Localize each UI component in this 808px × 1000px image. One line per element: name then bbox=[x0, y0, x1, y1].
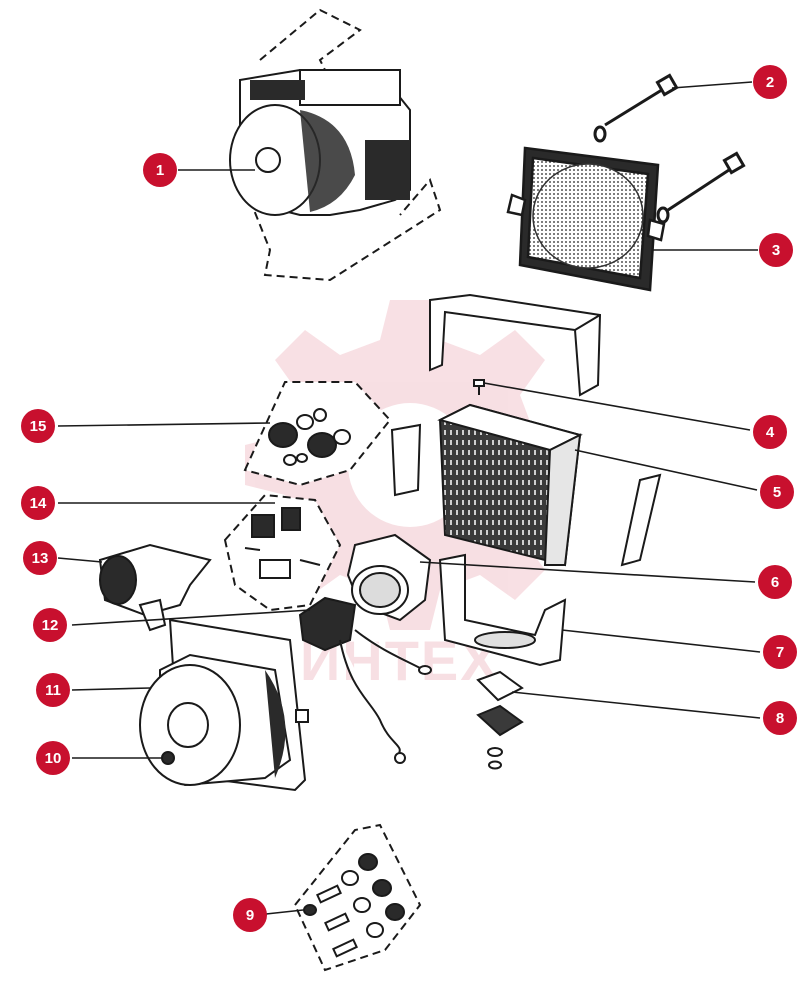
combustion-chamber bbox=[139, 618, 309, 792]
callout-label: 10 bbox=[45, 750, 62, 767]
callout-circle bbox=[21, 486, 55, 520]
leader-line-6 bbox=[419, 561, 756, 583]
callout-12: 12 bbox=[33, 608, 67, 642]
side-plate-left bbox=[390, 423, 422, 497]
callout-label: 9 bbox=[246, 907, 254, 924]
callout-8: 8 bbox=[763, 701, 797, 735]
leader-line-11 bbox=[71, 687, 151, 691]
callout-circle bbox=[760, 475, 794, 509]
upper-cover-bracket bbox=[429, 293, 602, 397]
callout-5: 5 bbox=[760, 475, 794, 509]
heat-exchanger-core bbox=[437, 403, 583, 567]
leader-line-7 bbox=[561, 629, 761, 653]
callout-label: 11 bbox=[45, 682, 61, 699]
callout-label: 12 bbox=[42, 617, 59, 634]
mesh-grille-frame bbox=[506, 146, 666, 292]
callout-10: 10 bbox=[36, 741, 70, 775]
callout-circle bbox=[233, 898, 267, 932]
callout-label: 15 bbox=[30, 418, 47, 435]
callout-6: 6 bbox=[758, 565, 792, 599]
callout-circle bbox=[759, 233, 793, 267]
connector-kit bbox=[223, 493, 342, 612]
callout-circle bbox=[763, 635, 797, 669]
fastener-kit bbox=[293, 823, 422, 972]
callout-circle bbox=[753, 415, 787, 449]
blower-fan-assembly bbox=[229, 8, 442, 282]
leader-line-13 bbox=[57, 557, 103, 563]
grommet-kit bbox=[243, 381, 392, 487]
callout-15: 15 bbox=[21, 409, 55, 443]
callout-label: 8 bbox=[776, 710, 784, 727]
leader-line-9 bbox=[265, 909, 304, 915]
callout-2: 2 bbox=[753, 65, 787, 99]
leader-lines bbox=[57, 81, 761, 915]
leader-line-12 bbox=[71, 609, 311, 626]
callout-circle bbox=[758, 565, 792, 599]
callout-7: 7 bbox=[763, 635, 797, 669]
callout-label: 13 bbox=[32, 550, 49, 567]
leader-line-2 bbox=[671, 81, 753, 89]
callout-9: 9 bbox=[233, 898, 267, 932]
lower-cover-bracket bbox=[438, 553, 567, 667]
leader-line-15 bbox=[57, 422, 271, 427]
leader-line-5 bbox=[574, 449, 758, 491]
callout-label: 4 bbox=[766, 424, 775, 441]
mounting-bolts bbox=[593, 73, 746, 224]
ignition-module bbox=[298, 596, 432, 764]
callout-label: 3 bbox=[772, 242, 780, 259]
mounting-plates bbox=[476, 670, 524, 770]
callout-circle bbox=[763, 701, 797, 735]
callout-label: 2 bbox=[766, 74, 774, 91]
callout-label: 1 bbox=[156, 162, 164, 179]
callout-circle bbox=[21, 409, 55, 443]
burner-adapter-ring bbox=[346, 533, 432, 622]
callout-11: 11 bbox=[36, 673, 70, 707]
callout-circle bbox=[23, 541, 57, 575]
callout-13: 13 bbox=[23, 541, 57, 575]
fan-motor bbox=[98, 543, 212, 632]
callout-label: 5 bbox=[773, 484, 781, 501]
callout-circle bbox=[36, 673, 70, 707]
side-plate-right bbox=[620, 473, 662, 567]
leader-line-4 bbox=[483, 382, 751, 431]
callout-circle bbox=[143, 153, 177, 187]
callout-4: 4 bbox=[753, 415, 787, 449]
callout-circle bbox=[36, 741, 70, 775]
callout-label: 6 bbox=[771, 574, 779, 591]
leader-line-8 bbox=[511, 691, 761, 719]
callout-circle bbox=[753, 65, 787, 99]
callout-circle bbox=[33, 608, 67, 642]
callout-1: 1 bbox=[143, 153, 177, 187]
callout-3: 3 bbox=[759, 233, 793, 267]
callout-14: 14 bbox=[21, 486, 55, 520]
callout-label: 14 bbox=[30, 495, 47, 512]
callout-label: 7 bbox=[776, 644, 784, 661]
